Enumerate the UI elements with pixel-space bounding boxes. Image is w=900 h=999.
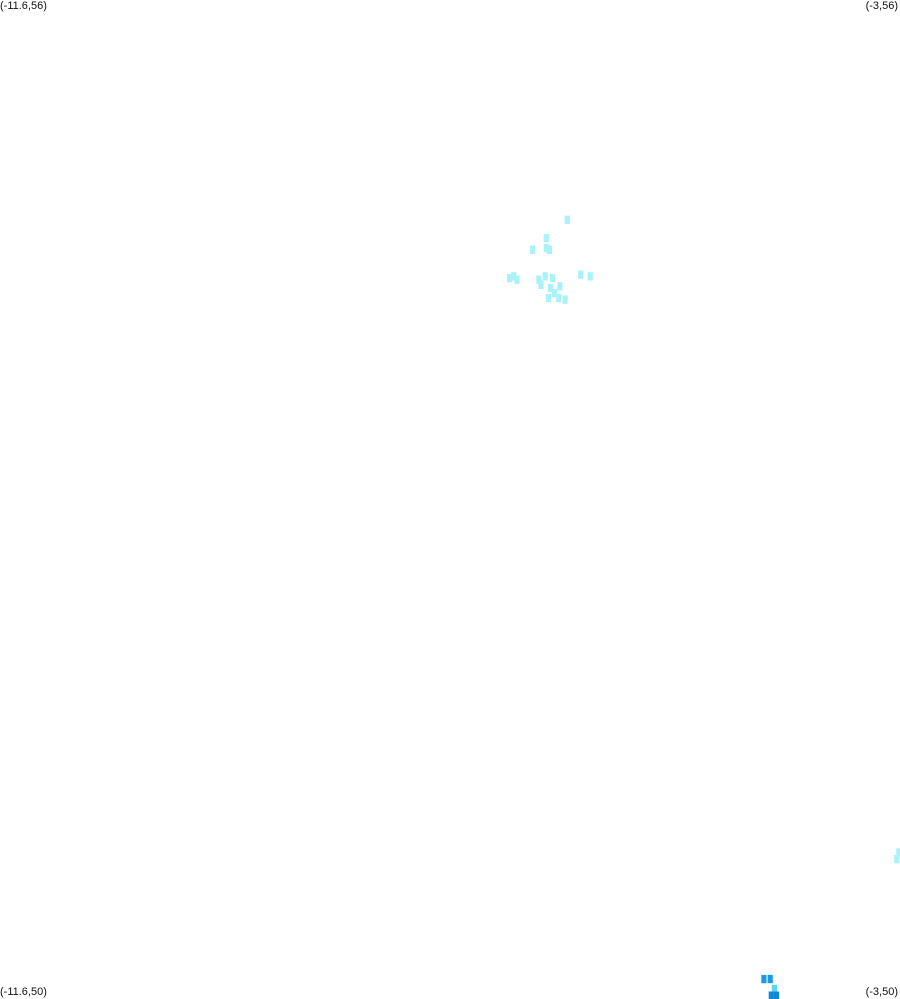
heat-cell — [536, 275, 542, 284]
heat-cell — [578, 270, 584, 279]
corner-label-bottom-right: (-3,50) — [865, 986, 898, 998]
heat-cell — [564, 215, 570, 224]
heat-cell — [507, 273, 513, 283]
heat-cell — [547, 283, 553, 293]
heat-cell — [545, 293, 551, 303]
heat-cell — [514, 275, 520, 284]
heat-cell — [549, 273, 556, 283]
heat-cell — [557, 282, 563, 291]
heat-cell — [530, 245, 536, 254]
heat-cell — [562, 295, 568, 304]
heat-cell — [761, 974, 767, 984]
heat-cell — [768, 991, 774, 999]
heat-cell — [587, 272, 593, 281]
heat-cell — [556, 293, 562, 303]
heat-cell — [767, 974, 773, 984]
heat-cell — [546, 245, 552, 254]
heat-cell — [538, 280, 544, 289]
corner-label-top-right: (-3,56) — [865, 0, 898, 12]
heat-cell — [542, 272, 548, 281]
heat-cell — [773, 991, 780, 999]
heat-cell — [543, 243, 549, 253]
corner-label-bottom-left: (-11.6,50) — [0, 986, 47, 998]
heat-cell — [552, 288, 558, 298]
heat-cell — [543, 233, 549, 243]
heat-cell — [511, 272, 517, 281]
corner-label-top-left: (-11.6,56) — [0, 0, 47, 12]
heat-cell — [896, 848, 900, 857]
heat-cell — [771, 984, 777, 994]
heat-cell — [894, 855, 900, 864]
